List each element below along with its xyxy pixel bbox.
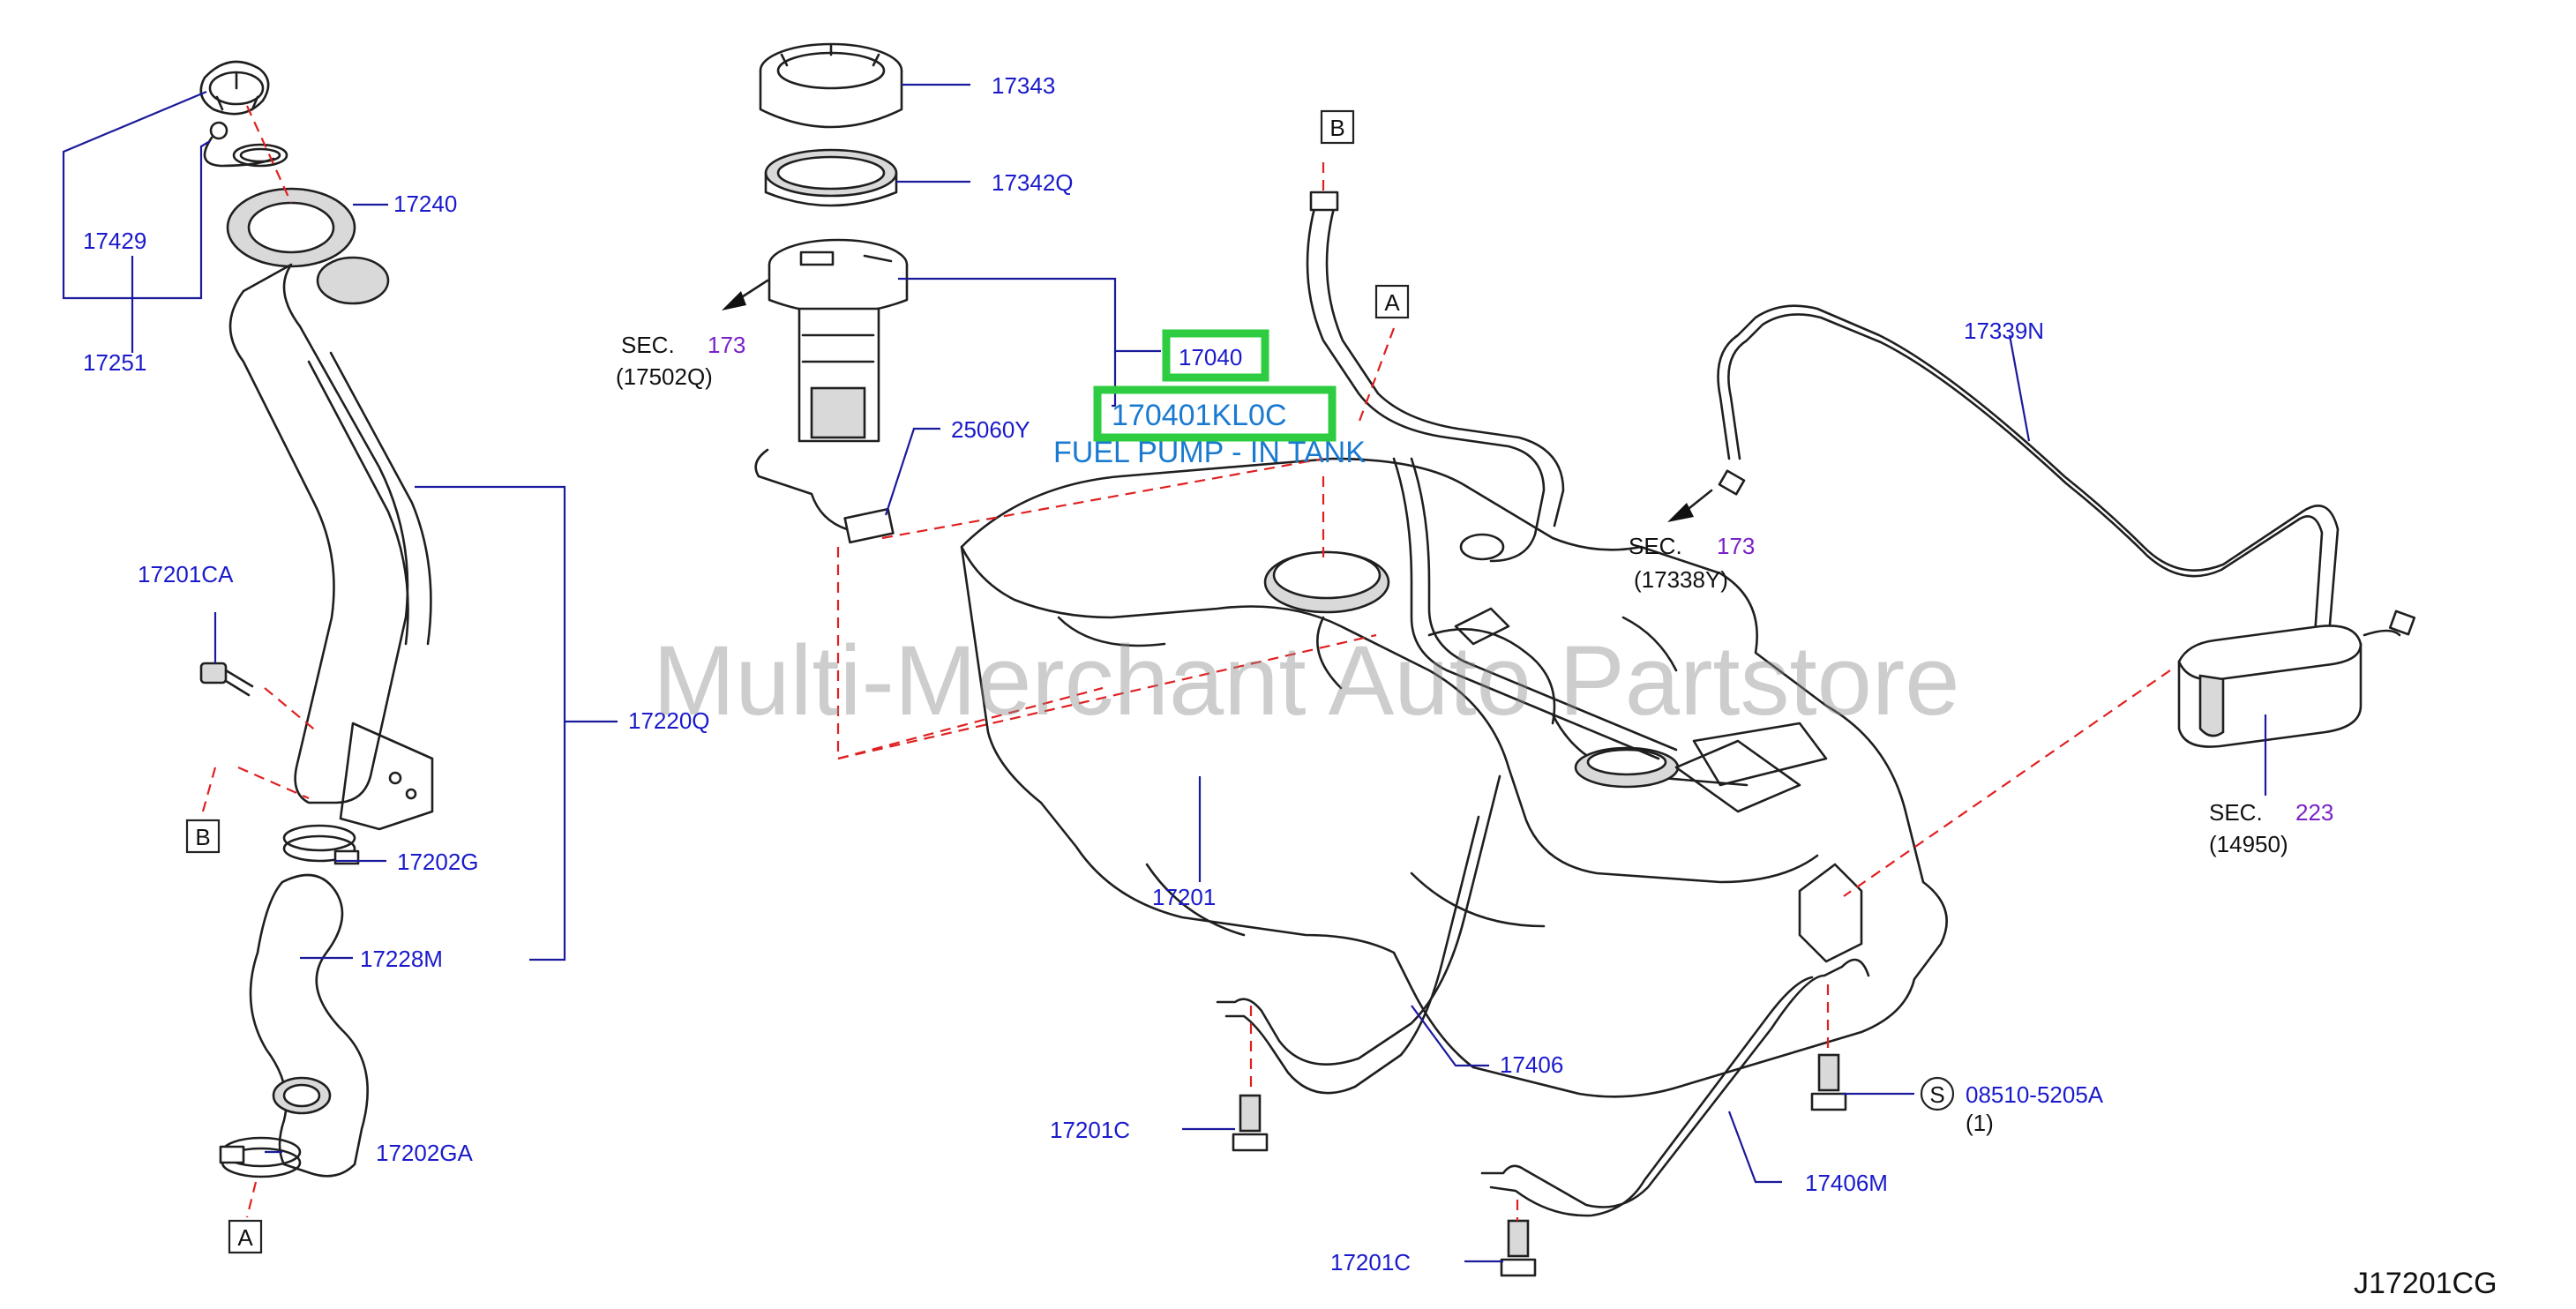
bolt-08510[interactable] bbox=[1810, 1053, 1847, 1111]
callout-17201[interactable]: 17201 bbox=[1152, 884, 1216, 910]
callout-08510-qty: (1) bbox=[1966, 1110, 1994, 1136]
svg-text:A: A bbox=[237, 1224, 253, 1251]
callout-17429[interactable]: 17429 bbox=[83, 228, 146, 254]
callout-17240[interactable]: 17240 bbox=[393, 191, 457, 217]
svg-text:SEC.: SEC. bbox=[621, 332, 675, 358]
callout-08510-5205a[interactable]: 08510-5205A bbox=[1966, 1081, 2104, 1108]
s-symbol: S bbox=[1920, 1076, 1955, 1111]
svg-text:173: 173 bbox=[1717, 533, 1755, 559]
filler-neck-ring[interactable] bbox=[226, 187, 356, 268]
highlight-17040[interactable]: 17040 bbox=[1162, 329, 1269, 382]
callout-17343[interactable]: 17343 bbox=[992, 72, 1055, 99]
pump-gasket[interactable] bbox=[764, 148, 898, 207]
tank-strap-right[interactable] bbox=[1480, 958, 1870, 1217]
section-ref-1[interactable]: SEC. 173 (17502Q) bbox=[616, 332, 745, 390]
fuel-tank[interactable] bbox=[960, 457, 1948, 1098]
callout-17220q[interactable]: 17220Q bbox=[628, 707, 710, 734]
vent-tube[interactable] bbox=[1306, 191, 1565, 563]
filler-hose[interactable] bbox=[249, 873, 369, 1178]
watermark: Multi-Merchant Auto Partstore bbox=[653, 625, 1959, 736]
callout-17201c-a[interactable]: 17201C bbox=[1050, 1117, 1130, 1143]
svg-text:223: 223 bbox=[2295, 799, 2333, 826]
fuel-pump-module[interactable] bbox=[754, 238, 909, 544]
svg-text:17040: 17040 bbox=[1179, 344, 1242, 370]
ref-marker-b-left: B bbox=[185, 819, 221, 854]
bolt-17201ca[interactable] bbox=[199, 662, 254, 697]
svg-text:(14950): (14950) bbox=[2209, 831, 2288, 857]
filler-tube[interactable] bbox=[228, 256, 434, 831]
svg-text:B: B bbox=[1329, 115, 1344, 141]
bolt-17201c-b[interactable] bbox=[1500, 1219, 1537, 1277]
ref-marker-a-bottom: A bbox=[228, 1219, 263, 1254]
section-ref-2[interactable]: SEC. 173 (17338Y) bbox=[1629, 533, 1755, 593]
evap-canister[interactable] bbox=[2177, 625, 2401, 748]
ref-marker-b-top: B bbox=[1320, 109, 1355, 145]
svg-text:(17338Y): (17338Y) bbox=[1634, 566, 1728, 593]
callout-25060y[interactable]: 25060Y bbox=[951, 416, 1030, 443]
svg-text:A: A bbox=[1384, 289, 1400, 316]
hose-clamp-lower[interactable] bbox=[219, 1136, 302, 1178]
callout-17342q[interactable]: 17342Q bbox=[992, 169, 1074, 196]
bolt-17201c-a[interactable] bbox=[1232, 1094, 1269, 1152]
svg-text:SEC.: SEC. bbox=[2209, 799, 2263, 826]
highlight-description: FUEL PUMP - IN TANK bbox=[1053, 436, 1366, 469]
callout-17202g[interactable]: 17202G bbox=[397, 849, 479, 875]
callout-17201ca[interactable]: 17201CA bbox=[138, 561, 234, 587]
section-ref-3[interactable]: SEC. 223 (14950) bbox=[2209, 799, 2333, 857]
callout-17406m[interactable]: 17406M bbox=[1805, 1170, 1888, 1196]
diagram-code: J17201CG bbox=[2354, 1267, 2497, 1300]
tank-strap-left[interactable] bbox=[1216, 774, 1501, 1095]
pump-lock-ring[interactable] bbox=[759, 42, 903, 129]
callout-17228m[interactable]: 17228M bbox=[360, 946, 443, 972]
callout-17251[interactable]: 17251 bbox=[83, 349, 146, 376]
svg-text:(17502Q): (17502Q) bbox=[616, 363, 713, 390]
svg-text:S: S bbox=[1929, 1081, 1944, 1108]
highlight-fuel-pump[interactable]: 170401KL0C FUEL PUMP - IN TANK bbox=[1053, 385, 1366, 469]
hose-clamp-upper[interactable] bbox=[282, 824, 360, 865]
cap-gasket[interactable] bbox=[232, 143, 288, 168]
svg-text:B: B bbox=[195, 824, 210, 850]
highlight-part-number: 170401KL0C bbox=[1112, 399, 1287, 432]
fuel-line[interactable] bbox=[1392, 457, 1678, 760]
callout-17202ga[interactable]: 17202GA bbox=[376, 1140, 474, 1166]
svg-text:173: 173 bbox=[708, 332, 745, 358]
evap-line[interactable] bbox=[1717, 304, 2416, 681]
svg-text:SEC.: SEC. bbox=[1629, 533, 1682, 559]
ref-marker-a-top: A bbox=[1374, 284, 1410, 319]
callout-17339n[interactable]: 17339N bbox=[1964, 318, 2044, 344]
callout-17406[interactable]: 17406 bbox=[1500, 1051, 1563, 1078]
callout-17201c-b[interactable]: 17201C bbox=[1330, 1249, 1411, 1275]
